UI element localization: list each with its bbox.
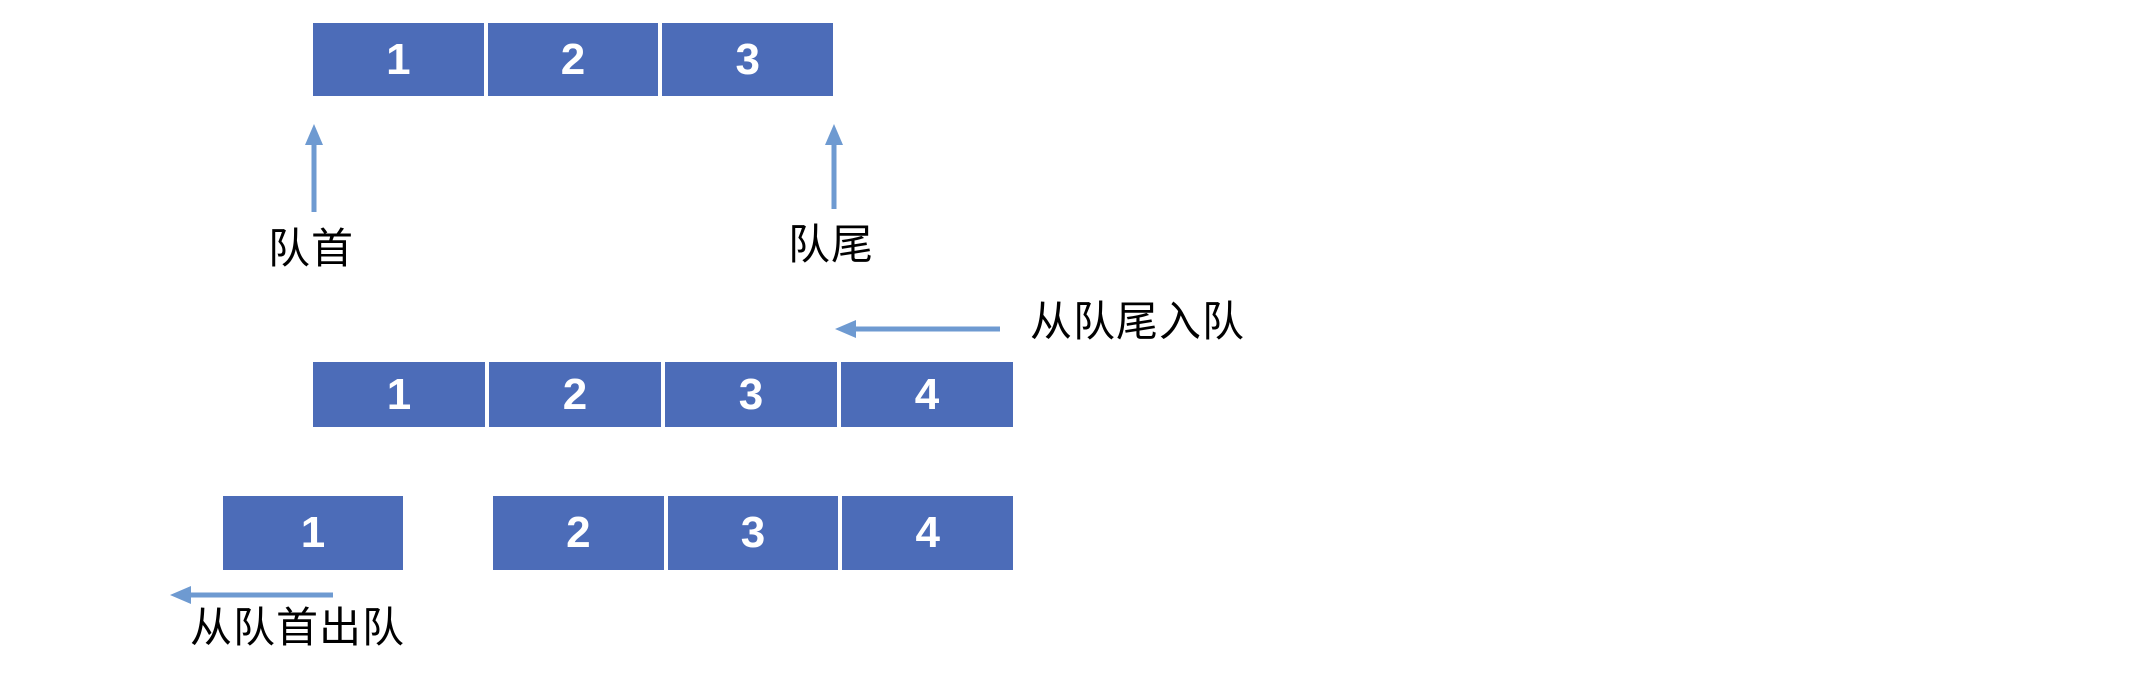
queue-cell: 1 bbox=[313, 23, 484, 96]
queue-tail-label: 队尾 bbox=[788, 221, 875, 268]
head-pointer-up-arrow-icon bbox=[305, 124, 323, 212]
dequeue-from-head-label: 从队首出队 bbox=[190, 604, 406, 651]
tail-pointer-up-arrow-icon bbox=[825, 124, 843, 209]
remaining-queue-row: 2 3 4 bbox=[493, 496, 1014, 570]
queue-head-label: 队首 bbox=[268, 225, 355, 272]
dequeued-cell-row: 1 bbox=[223, 496, 403, 570]
enqueue-left-arrow-icon bbox=[835, 320, 1000, 338]
queue-cell: 2 bbox=[487, 23, 659, 96]
queue-cell: 2 bbox=[489, 362, 661, 427]
dequeue-left-arrow-icon bbox=[170, 586, 333, 604]
queue-cell: 1 bbox=[313, 362, 485, 427]
queue-cell: 3 bbox=[662, 23, 834, 96]
queue-cell: 3 bbox=[667, 496, 839, 570]
queue-cell: 2 bbox=[493, 496, 664, 570]
queue-cell: 3 bbox=[665, 362, 837, 427]
queue-cell: 4 bbox=[841, 362, 1013, 427]
enqueue-from-tail-label: 从队尾入队 bbox=[1030, 298, 1246, 345]
enqueued-queue-row: 1 2 3 4 bbox=[313, 362, 1013, 427]
queue-cell: 4 bbox=[842, 496, 1014, 570]
initial-queue-row: 1 2 3 bbox=[313, 23, 834, 96]
dequeued-queue-cell: 1 bbox=[223, 496, 403, 570]
